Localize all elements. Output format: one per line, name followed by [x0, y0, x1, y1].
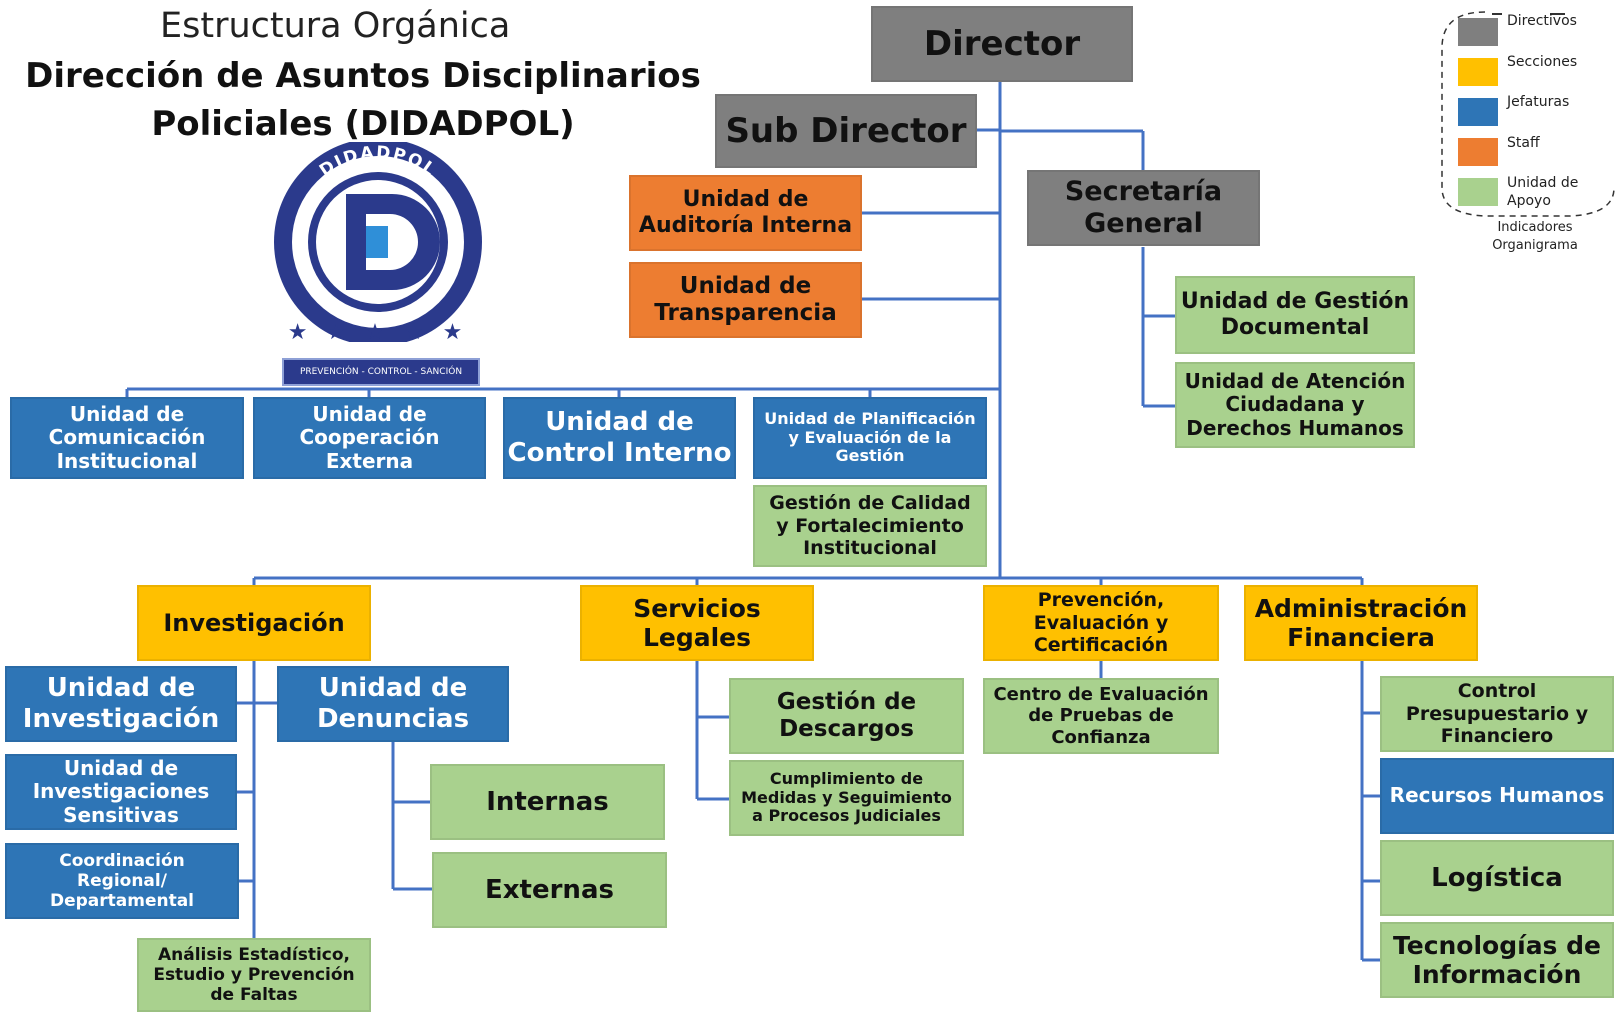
legend-swatch-staff [1458, 138, 1498, 166]
node-gestion-documental-label: Unidad de Gestión Documental [1180, 289, 1410, 340]
logo-banner: PREVENCIÓN - CONTROL - SANCIÓN [282, 358, 480, 386]
node-tecnologias-informacion: Tecnologías de Información [1380, 922, 1614, 998]
node-tecnologias-informacion-label: Tecnologías de Información [1393, 930, 1601, 990]
node-logistica-label: Logística [1431, 862, 1563, 893]
node-analisis-estadistico: Análisis Estadístico, Estudio y Prevenci… [137, 938, 371, 1012]
node-coordinacion-regional: Coordinación Regional/ Departamental [5, 843, 239, 919]
legend-label-directivos: Directivos [1507, 13, 1577, 29]
node-planificacion-label: Unidad de Planificación y Evaluación de … [764, 408, 976, 466]
node-transparencia-label: Unidad de Transparencia [654, 272, 837, 326]
node-cooperacion-externa-label: Unidad de Cooperación Externa [299, 401, 440, 473]
node-recursos-humanos-label: Recursos Humanos [1389, 783, 1605, 808]
node-investigacion: Investigación [137, 585, 371, 661]
node-auditoria-interna: Unidad de Auditoría Interna [629, 175, 862, 251]
node-subdirector-label: Sub Director [725, 110, 967, 151]
legend-label-unidad-apoyo: Unidad de Apoyo [1507, 175, 1579, 209]
node-director: Director [871, 6, 1133, 82]
node-unidad-investigacion: Unidad de Investigación [5, 666, 237, 742]
node-internas-label: Internas [486, 786, 609, 817]
node-atencion-ciudadana: Unidad de Atención Ciudadana y Derechos … [1175, 362, 1415, 448]
node-cumplimiento-medidas-label: Cumplimiento de Medidas y Seguimiento a … [741, 768, 952, 826]
node-externas-label: Externas [485, 874, 614, 905]
node-secretaria-general-label: Secretaría General [1064, 176, 1223, 239]
node-investigacion-label: Investigación [163, 608, 345, 637]
logo-stars: ★ ★ ★ ★ ★ [287, 320, 469, 345]
node-atencion-ciudadana-label: Unidad de Atención Ciudadana y Derechos … [1184, 368, 1406, 440]
node-gestion-descargos-label: Gestión de Descargos [776, 688, 917, 742]
chart-title-line-1: Dirección de Asuntos Disciplinarios [25, 56, 701, 96]
node-unidad-investigacion-label: Unidad de Investigación [22, 673, 220, 734]
chart-subtitle: Estructura Orgánica [160, 6, 511, 46]
legend-swatch-jefaturas [1458, 98, 1498, 126]
node-coordinacion-regional-label: Coordinación Regional/ Departamental [49, 850, 195, 912]
chart-title-line-2: Policiales (DIDADPOL) [151, 104, 575, 144]
node-investigaciones-sensitivas-label: Unidad de Investigaciones Sensitivas [32, 755, 210, 827]
node-comunicacion-institucional: Unidad de Comunicación Institucional [10, 397, 244, 479]
node-transparencia: Unidad de Transparencia [629, 262, 862, 338]
logo-seal-icon: DIDADPOL [274, 138, 482, 346]
node-servicios-legales-label: Servicios Legales [633, 593, 761, 653]
node-auditoria-interna-label: Unidad de Auditoría Interna [638, 187, 853, 238]
legend-swatch-directivos [1458, 18, 1498, 46]
node-recursos-humanos: Recursos Humanos [1380, 758, 1614, 834]
node-internas: Internas [430, 764, 665, 840]
legend-swatch-unidad-apoyo [1458, 178, 1498, 206]
node-prevencion-evaluacion-label: Prevención, Evaluación y Certificación [1033, 589, 1169, 657]
node-gestion-descargos: Gestión de Descargos [729, 678, 964, 754]
node-centro-evaluacion-label: Centro de Evaluación de Pruebas de Confi… [993, 684, 1209, 748]
node-investigaciones-sensitivas: Unidad de Investigaciones Sensitivas [5, 754, 237, 830]
node-administracion-financiera-label: Administración Financiera [1254, 593, 1468, 653]
node-gestion-calidad-label: Gestión de Calidad y Fortalecimiento Ins… [769, 492, 971, 560]
node-cumplimiento-medidas: Cumplimiento de Medidas y Seguimiento a … [729, 760, 964, 836]
node-control-presupuestario-label: Control Presupuestario y Financiero [1405, 680, 1589, 748]
legend-label-staff: Staff [1507, 135, 1540, 151]
legend-swatch-secciones [1458, 58, 1498, 86]
didadpol-logo: DIDADPOL ★ ★ ★ ★ ★ PREVENCIÓN - CONTROL … [262, 138, 494, 386]
node-control-interno-label: Unidad de Control Interno [507, 407, 732, 468]
chart-title: Dirección de Asuntos Disciplinarios Poli… [8, 52, 718, 148]
node-analisis-estadistico-label: Análisis Estadístico, Estudio y Prevenci… [153, 944, 355, 1006]
node-unidad-denuncias: Unidad de Denuncias [277, 666, 509, 742]
node-logistica: Logística [1380, 840, 1614, 916]
node-externas: Externas [432, 852, 667, 928]
legend-border [1441, 11, 1615, 217]
node-comunicacion-institucional-label: Unidad de Comunicación Institucional [48, 401, 206, 473]
node-control-presupuestario: Control Presupuestario y Financiero [1380, 676, 1614, 752]
node-unidad-denuncias-label: Unidad de Denuncias [316, 673, 470, 734]
node-planificacion: Unidad de Planificación y Evaluación de … [753, 397, 987, 479]
node-director-label: Director [923, 23, 1081, 64]
node-gestion-documental: Unidad de Gestión Documental [1175, 276, 1415, 354]
node-prevencion-evaluacion: Prevención, Evaluación y Certificación [983, 585, 1219, 661]
legend-label-secciones: Secciones [1507, 54, 1578, 70]
legend-label-jefaturas: Jefaturas [1507, 94, 1570, 110]
node-servicios-legales: Servicios Legales [580, 585, 814, 661]
node-control-interno: Unidad de Control Interno [503, 397, 736, 479]
node-centro-evaluacion: Centro de Evaluación de Pruebas de Confi… [983, 678, 1219, 754]
legend-caption: Indicadores Organigrama [1492, 220, 1578, 253]
node-cooperacion-externa: Unidad de Cooperación Externa [253, 397, 486, 479]
node-gestion-calidad: Gestión de Calidad y Fortalecimiento Ins… [753, 485, 987, 567]
node-secretaria-general: Secretaría General [1027, 170, 1260, 246]
node-subdirector: Sub Director [715, 94, 977, 168]
node-administracion-financiera: Administración Financiera [1244, 585, 1478, 661]
